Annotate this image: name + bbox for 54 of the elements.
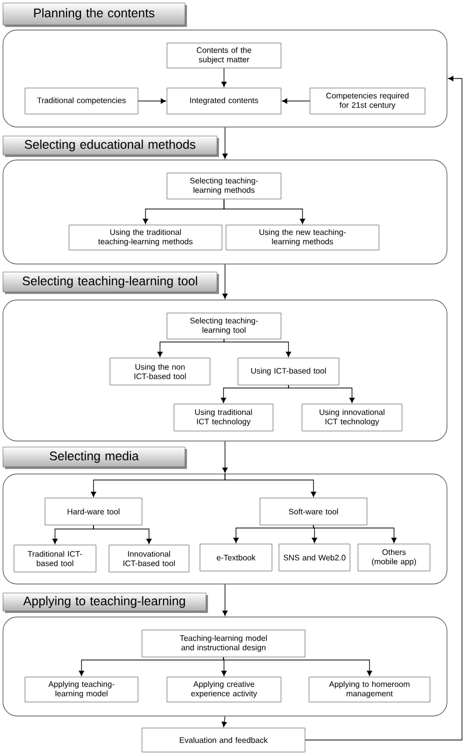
arrow	[313, 524, 397, 544]
arrow	[222, 127, 228, 159]
arrow	[157, 338, 224, 358]
arrow	[233, 524, 314, 544]
arrow	[224, 338, 292, 358]
arrow	[282, 98, 310, 104]
arrow	[222, 716, 227, 728]
section-header-tab: Selecting teaching-learning tool	[2, 272, 219, 294]
arrow	[222, 264, 228, 299]
arrow	[138, 98, 166, 104]
arrow	[221, 68, 227, 88]
arrow	[224, 473, 316, 498]
process-box: Applying to homeroom management	[308, 676, 430, 702]
process-box: Using the traditional teaching-learning methods	[68, 224, 222, 250]
process-box: Innovational ICT-based tool	[108, 544, 190, 572]
process-box: Integrated contents	[166, 88, 282, 114]
section-panel	[2, 616, 448, 716]
arrow	[78, 656, 224, 676]
section-header-tab: Selecting educational methods	[2, 136, 219, 157]
process-box: Using the non ICT-based tool	[110, 358, 210, 386]
process-box: Using traditional ICT technology	[174, 404, 274, 432]
arrow	[222, 441, 228, 473]
section-header-tab: Selecting media	[2, 446, 187, 469]
process-box: Competencies required for 21st century	[310, 88, 426, 114]
process-box: Hard-ware tool	[44, 498, 142, 526]
process-box: Using the new teaching-learning methods	[226, 224, 380, 250]
arrow	[288, 384, 355, 404]
arrow	[304, 76, 462, 740]
process-box: Contents of the subject matter	[166, 42, 282, 68]
section-panel	[2, 160, 448, 264]
section-header-tab: Planning the contents	[2, 2, 187, 27]
process-box: e-Textbook	[200, 544, 272, 572]
section-panel	[2, 30, 448, 128]
process-box: Soft-ware tool	[260, 498, 368, 526]
arrow	[224, 198, 306, 224]
arrow	[220, 384, 289, 404]
section-panel	[2, 300, 448, 442]
section-header-tab: Applying to teaching-learning	[2, 592, 208, 613]
process-box: Selecting teaching-learning tool	[166, 312, 282, 340]
process-box: Teaching-learning model and instructional design	[142, 630, 306, 658]
section-panel	[2, 474, 448, 584]
process-box: Using ICT-based tool	[238, 358, 340, 386]
process-box: Traditional ICT-based tool	[14, 544, 96, 572]
process-box: Applying teaching-learning model	[24, 676, 138, 702]
process-box: Using innovational ICT technology	[302, 404, 402, 432]
arrow	[222, 584, 228, 616]
process-box: SNS and Web2.0	[278, 544, 350, 572]
arrow	[93, 524, 152, 544]
arrow	[223, 656, 372, 676]
process-box: Evaluation and feedback	[142, 728, 306, 752]
process-box: Applying creative experience activity	[166, 676, 282, 702]
process-box: Others (mobile app)	[358, 544, 430, 572]
process-box: Selecting teaching-learning methods	[166, 172, 282, 200]
process-box: Traditional competencies	[24, 88, 138, 114]
